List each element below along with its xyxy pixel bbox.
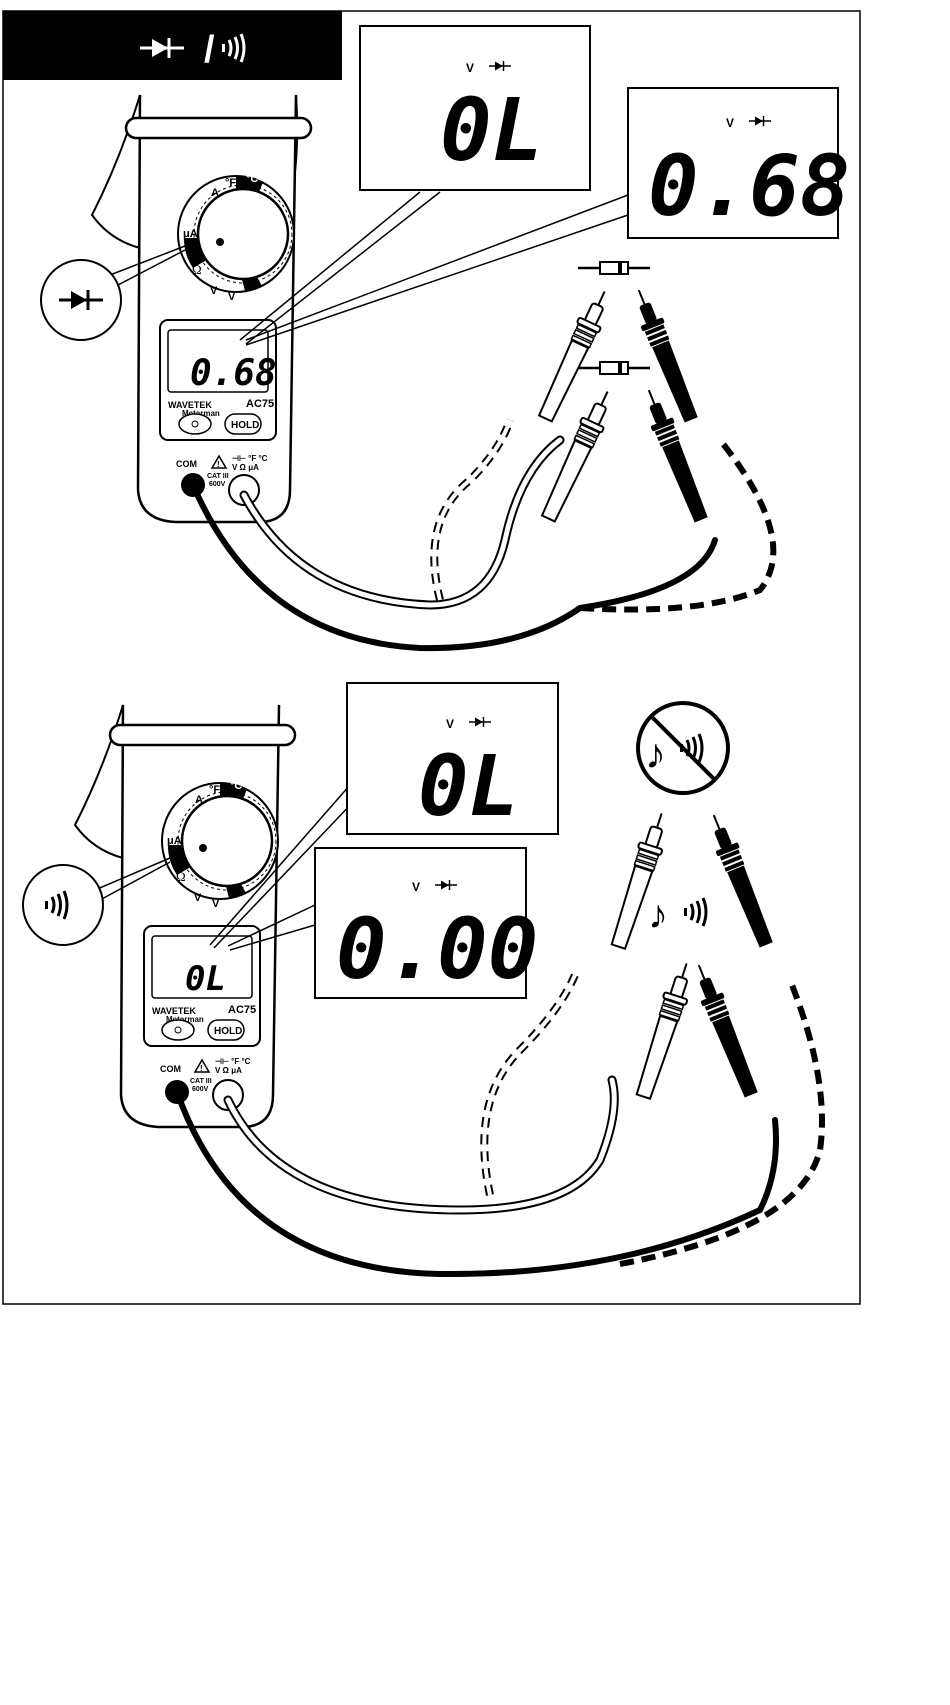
callout-line	[246, 195, 628, 340]
input-jack-label-top: ⊣⊢ °F °C	[215, 1056, 251, 1066]
input-jack-label-bottom: V Ω μA	[232, 463, 259, 472]
clamp-meter: A °F °C μA Ω V V OFF 0L WAVETEK Meterman…	[75, 705, 295, 1127]
meter-reading: 0L	[185, 959, 226, 999]
backlight-button[interactable]	[162, 1020, 194, 1040]
diode-component	[578, 362, 650, 374]
black-probe	[628, 286, 703, 425]
callout-reading: 0.68	[648, 137, 850, 235]
callout-reading: 0L	[418, 737, 519, 835]
black-probe	[703, 811, 778, 950]
svg-text:♪: ♪	[648, 892, 668, 937]
dial-ohm: Ω	[192, 262, 202, 277]
dial-ohm: Ω	[176, 869, 186, 884]
diode-component	[578, 262, 650, 274]
hold-button-label: HOLD	[214, 1026, 242, 1037]
backlight-button[interactable]	[179, 414, 211, 434]
callout-reading: 0.00	[336, 900, 538, 998]
callout-units: V	[726, 116, 734, 130]
red-test-lead	[228, 1080, 614, 1210]
svg-text:♪: ♪	[645, 732, 666, 778]
no-sound-icon: ♪	[638, 703, 728, 793]
callout-units: V	[446, 717, 454, 731]
cat-rating: CAT III	[207, 473, 229, 480]
red-probe	[632, 960, 698, 1101]
hold-button[interactable]: HOLD	[208, 1020, 244, 1040]
dial-fahrenheit: °F	[225, 177, 236, 189]
black-probe	[638, 386, 713, 525]
com-label: COM	[160, 1064, 181, 1074]
dial-micro-amps: μA	[183, 228, 198, 240]
com-label: COM	[176, 459, 197, 469]
black-probe	[688, 961, 763, 1100]
dial-dc-volts: V	[194, 892, 202, 904]
dial-off: OFF	[246, 294, 266, 305]
input-jack-label-top: ⊣⊢ °F °C	[232, 453, 268, 463]
dial-ac-volts: V	[228, 291, 236, 303]
meter-display: 0.68 WAVETEK Meterman AC75 HOLD	[160, 320, 277, 440]
dial-ac-amps: A	[211, 187, 219, 199]
meter-display: 0L WAVETEK Meterman AC75 HOLD	[144, 926, 260, 1046]
dial-celsius: °C	[246, 173, 258, 185]
callout-reading: 0L	[440, 81, 544, 181]
header-banner: /	[3, 11, 342, 80]
dial-pointer	[199, 844, 207, 852]
hold-button-label: HOLD	[231, 420, 259, 431]
cat-rating: CAT III	[190, 1078, 212, 1085]
hold-button[interactable]: HOLD	[225, 414, 261, 434]
callout-units: V	[466, 61, 474, 75]
dial-pointer	[216, 238, 224, 246]
voltage-rating: 600V	[209, 481, 226, 488]
dial-dc-volts: V	[210, 285, 218, 297]
callout-units: V	[412, 880, 420, 894]
dial-fahrenheit: °F	[209, 784, 220, 796]
trigger-guard	[126, 118, 311, 138]
display-callout-forward: V 0.68	[628, 88, 850, 238]
callout-line	[246, 215, 628, 345]
voltage-rating: 600V	[192, 1086, 209, 1093]
beep-sound-icon: ♪	[648, 892, 706, 937]
meter-reading: 0.68	[190, 353, 277, 394]
dial-ac-amps: A	[195, 794, 203, 806]
dial-ac-volts: V	[212, 898, 220, 910]
svg-text:!: !	[200, 1064, 203, 1073]
red-test-lead-alt	[484, 975, 575, 1195]
continuity-test-panel: A °F °C μA Ω V V OFF 0L WAVETEK Meterman…	[23, 683, 822, 1274]
display-callout-open: V 0L	[360, 26, 590, 190]
header-separator: /	[204, 29, 215, 71]
diode-test-panel: A °F °C μA Ω V V OFF 0.68 WAVETEK Meterm…	[41, 26, 850, 648]
dial-micro-amps: μA	[167, 835, 182, 847]
meter-model: AC75	[246, 398, 274, 410]
meter-model: AC75	[228, 1004, 256, 1016]
display-callout-closed: V 0.00	[315, 848, 538, 998]
input-jack-label-bottom: V Ω μA	[215, 1066, 242, 1075]
svg-text:!: !	[217, 460, 220, 469]
display-callout-open: V 0L	[347, 683, 558, 835]
trigger-guard	[110, 725, 295, 745]
dial-celsius: °C	[230, 780, 242, 792]
